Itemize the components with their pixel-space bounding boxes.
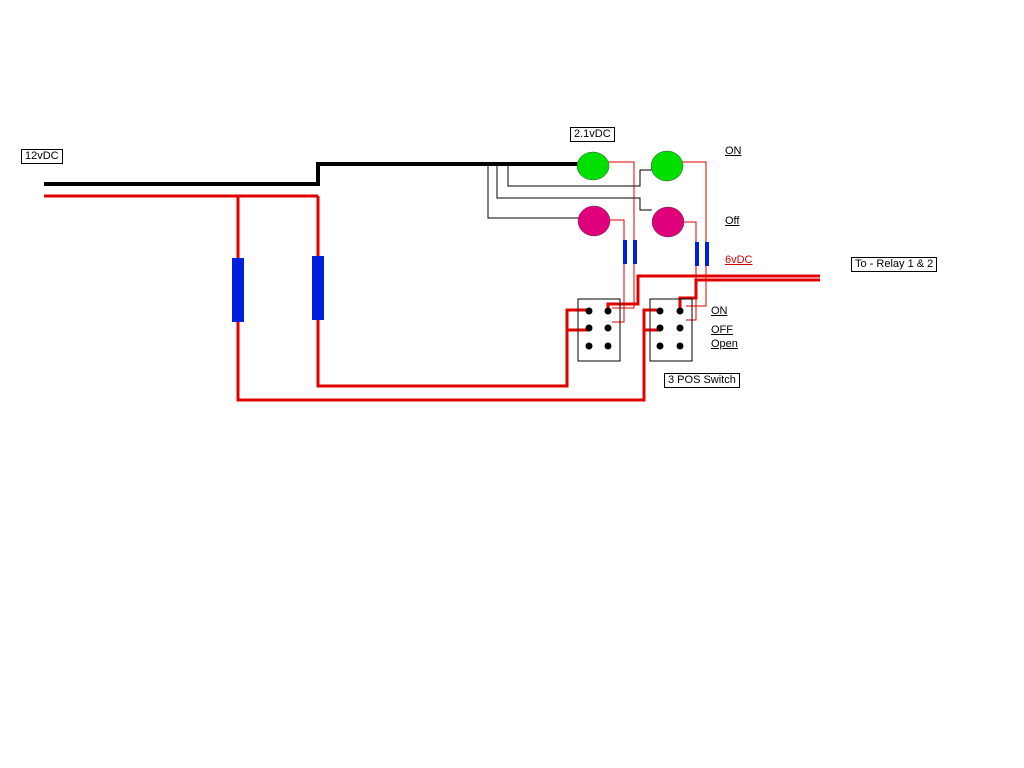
red-return-wire-2 [316,196,588,388]
switch-off-label: OFF [711,324,733,336]
led-ground-wires [487,164,652,219]
resistor-4 [633,240,637,264]
switch-open-label: Open [711,338,738,350]
switch-left [577,298,621,362]
resistor-3 [623,240,627,264]
resistor-5 [695,242,699,266]
led-voltage-label: 2.1vDC [570,127,615,142]
switch-label: 3 POS Switch [664,373,740,388]
led-on-label: ON [725,145,742,157]
resistor-6 [705,242,709,266]
resistor-2 [312,256,324,320]
led-green-2 [650,150,684,182]
resistor-1 [232,258,244,322]
relay-output-wire [606,274,820,310]
switch-right [649,298,693,362]
led-pink-1 [577,205,611,237]
led-off-label: Off [725,215,740,227]
led-pink-2 [651,206,685,238]
supply-label: 12vDC [21,149,63,164]
relay-label: To - Relay 1 & 2 [851,257,938,272]
led-green-1 [576,151,610,181]
red-return-wire-1 [236,196,660,402]
led-signal-wires [608,161,707,323]
six-volt-label: 6vDC [725,254,753,266]
switch-on-label: ON [711,305,728,317]
supply-black-wire [44,162,585,186]
